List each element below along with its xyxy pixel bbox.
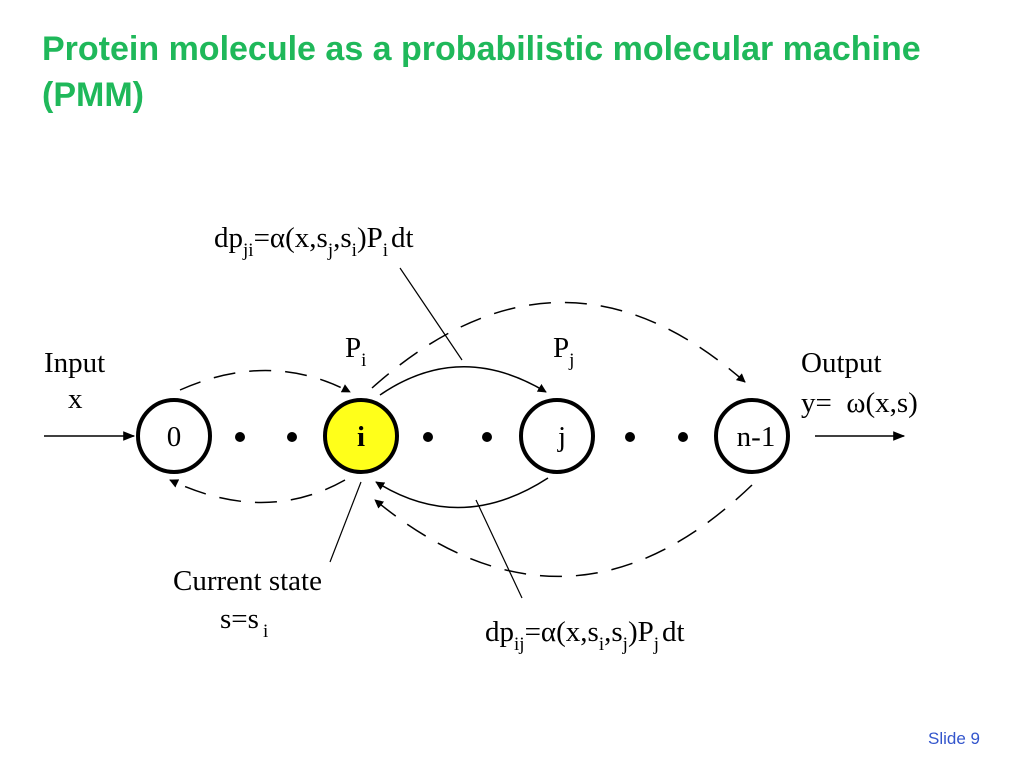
slide-number: Slide 9 (928, 729, 980, 748)
transition-i-to-j (379, 366, 547, 396)
output-function: y= ω(x,s) (801, 387, 918, 419)
leader-current-state (329, 481, 362, 563)
prob-label-j: Pj (553, 332, 574, 371)
current-state-label: Current state (173, 565, 322, 597)
transition-j-to-i (375, 477, 549, 509)
slide-title: Protein molecule as a probabilistic mole… (42, 30, 921, 114)
node-j: j (519, 398, 595, 474)
leader-formula-top (399, 267, 463, 361)
input-label: Input (44, 347, 105, 379)
node-i-label: i (357, 421, 365, 453)
input-variable: x (68, 383, 83, 415)
node-0-label: 0 (167, 421, 182, 453)
node-i: i (323, 398, 399, 474)
prob-label-i: Pi (345, 332, 366, 371)
node-n-1: n-1 (714, 398, 790, 474)
output-label: Output (801, 347, 882, 379)
transition-n-1-to-i (374, 484, 753, 577)
node-0: 0 (136, 398, 212, 474)
transition-0-to-i (179, 369, 351, 393)
transition-i-to-0 (169, 479, 346, 504)
node-j-label: j (557, 421, 566, 453)
leader-formula-bottom (475, 499, 523, 599)
ellipsis-dots (235, 432, 688, 442)
node-n-1-label: n-1 (737, 421, 776, 453)
